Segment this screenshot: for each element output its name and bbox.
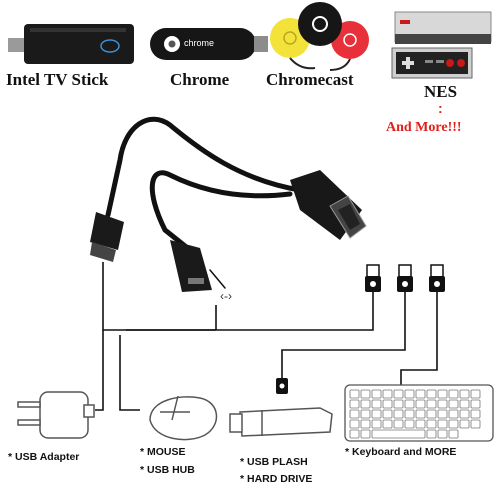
chrome-dongle-image — [150, 28, 268, 60]
keyboard-key — [382, 419, 393, 429]
keyboard-key — [404, 399, 415, 409]
keyboard-key — [349, 409, 360, 419]
nes-label: NES — [424, 82, 458, 101]
connection-lines — [95, 262, 438, 411]
hard-drive-label: * HARD DRIVE — [240, 473, 313, 485]
usb-plug-3 — [429, 264, 445, 292]
keyboard-key — [448, 419, 459, 429]
usb-adapter-label: * USB Adapter — [8, 451, 80, 463]
keyboard-key — [437, 389, 448, 399]
keyboard-label: * Keyboard and MORE — [345, 446, 457, 458]
keyboard-key — [349, 389, 360, 399]
usb-flash-drive-image — [229, 407, 333, 437]
keyboard-key — [437, 419, 448, 429]
keyboard-key — [437, 409, 448, 419]
keyboard-key — [360, 429, 371, 439]
keyboard-key — [459, 409, 470, 419]
keyboard-key — [448, 429, 459, 439]
keyboard-key — [360, 399, 371, 409]
keyboard-key — [470, 419, 481, 429]
keyboard-key — [470, 389, 481, 399]
mouse-label: * MOUSE — [140, 446, 186, 458]
keyboard-key — [393, 399, 404, 409]
intel-tv-stick-label: Intel TV Stick — [6, 70, 109, 89]
mouse-image — [149, 395, 218, 441]
keyboard-key — [448, 389, 459, 399]
chrome-label: Chrome — [170, 70, 230, 89]
keyboard-key — [393, 419, 404, 429]
nes-console-image — [391, 11, 492, 79]
usb-otg-y-cable — [105, 116, 303, 289]
keyboard-key — [426, 419, 437, 429]
keyboard-key — [415, 389, 426, 399]
keyboard-key — [393, 409, 404, 419]
usb-plug-1 — [365, 264, 381, 292]
keyboard-key — [437, 399, 448, 409]
keyboard-key — [371, 399, 382, 409]
svg-text:‹-›: ‹-› — [220, 289, 232, 303]
and-more-label: And More!!! — [386, 120, 462, 135]
keyboard-key — [404, 409, 415, 419]
usb-wall-adapter-image — [17, 391, 95, 439]
keyboard-key — [382, 409, 393, 419]
chromecast-image — [270, 2, 369, 71]
keyboard-key — [382, 389, 393, 399]
chromecast-label: Chromecast — [266, 70, 354, 89]
keyboard-key — [426, 389, 437, 399]
keyboard-image — [344, 384, 494, 442]
keyboard-keys — [349, 389, 481, 439]
keyboard-key — [349, 399, 360, 409]
keyboard-key — [360, 419, 371, 429]
keyboard-key — [371, 429, 426, 439]
keyboard-key — [437, 429, 448, 439]
keyboard-key — [459, 419, 470, 429]
keyboard-key — [426, 399, 437, 409]
keyboard-key — [415, 409, 426, 419]
keyboard-key — [470, 409, 481, 419]
keyboard-key — [415, 399, 426, 409]
usb-hub-label: * USB HUB — [140, 464, 195, 476]
usb-plug-2 — [397, 264, 413, 292]
micro-usb-plug — [90, 212, 124, 262]
keyboard-key — [382, 399, 393, 409]
keyboard-key — [349, 429, 360, 439]
keyboard-key — [426, 429, 437, 439]
keyboard-key — [371, 419, 382, 429]
keyboard-key — [393, 389, 404, 399]
usb-a-female-port — [290, 170, 367, 240]
keyboard-key — [349, 419, 360, 429]
keyboard-key — [360, 409, 371, 419]
keyboard-key — [448, 399, 459, 409]
keyboard-key — [404, 389, 415, 399]
usb-plash-label: * USB PLASH — [240, 456, 308, 468]
keyboard-key — [371, 389, 382, 399]
keyboard-key — [448, 409, 459, 419]
keyboard-key — [470, 399, 481, 409]
keyboard-key — [426, 409, 437, 419]
keyboard-key — [459, 389, 470, 399]
micro-usb-female-port: ‹-› — [170, 240, 232, 303]
keyboard-key — [360, 389, 371, 399]
nes-dots: : — [438, 100, 443, 116]
usb-plug-flash — [276, 378, 288, 394]
keyboard-key — [404, 419, 415, 429]
keyboard-key — [371, 409, 382, 419]
chrome-logo-text: chrome — [184, 38, 215, 48]
keyboard-key — [415, 419, 426, 429]
keyboard-key — [459, 399, 470, 409]
intel-tv-stick-image — [8, 24, 134, 64]
